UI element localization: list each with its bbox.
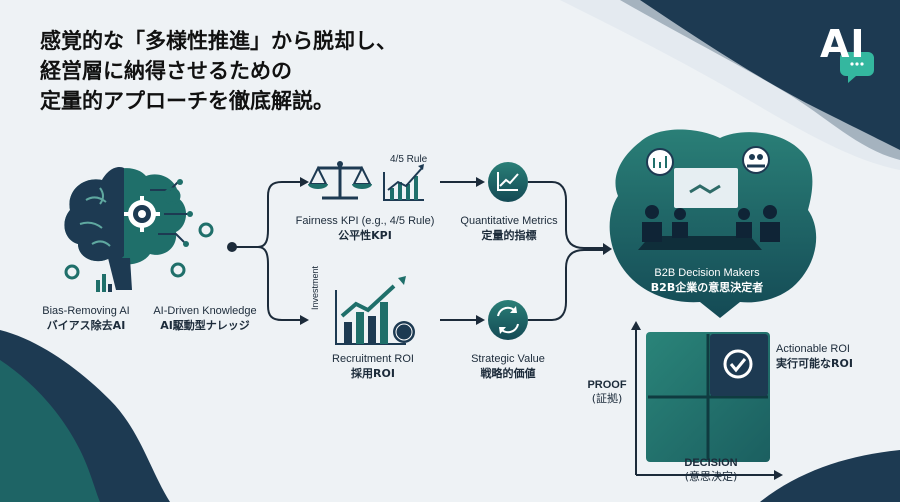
flow-connectors <box>232 181 774 476</box>
bias-ai-jp: バイアス除去AI <box>46 319 126 332</box>
roi-matrix <box>646 332 770 462</box>
roi-en: Actionable ROI <box>776 343 850 355</box>
node-fairness-kpi: Fairness KPI (e.g., 4/5 Rule) 公平性KPI <box>290 214 440 243</box>
proof-en: PROOF <box>587 379 627 391</box>
chart-speech-icon <box>646 148 674 176</box>
strategic-jp: 戦略的価値 <box>480 367 536 380</box>
top-right-wave-light <box>560 0 900 170</box>
bias-ai-en: Bias-Removing AI <box>42 305 130 317</box>
node-recruitment-roi: Recruitment ROI 採用ROI <box>318 352 428 381</box>
roi-jp: 実行可能なROI <box>776 357 853 370</box>
people-speech-icon <box>742 146 770 174</box>
actionable-roi-label: Actionable ROI 実行可能なROI <box>776 342 853 372</box>
knowledge-jp: AI駆動型ナレッジ <box>160 319 250 332</box>
quant-jp: 定量的指標 <box>481 229 537 242</box>
fairness-en: Fairness KPI (e.g., 4/5 Rule) <box>295 215 435 227</box>
headline-line-1: 感覚的な「多様性推進」から脱却し、 <box>40 29 397 53</box>
chat-bubble-icon <box>840 52 874 83</box>
investment-axis-label: Investment <box>310 265 320 310</box>
quant-en: Quantitative Metrics <box>460 215 558 227</box>
recruit-jp: 採用ROI <box>351 367 395 380</box>
decision-jp: (意思決定) <box>684 470 738 483</box>
headline-line-3: 定量的アプローチを徹底解説。 <box>40 89 334 113</box>
four-fifths-rule-label: 4/5 Rule <box>390 154 428 165</box>
node-b2b-decision-makers: B2B Decision Makers B2B企業の意思決定者 <box>612 266 802 296</box>
headline: 感覚的な「多様性推進」から脱却し、 経営層に納得させるための 定量的アプローチを… <box>40 26 397 116</box>
scale-chart-icon <box>308 161 424 201</box>
junction-dot <box>227 242 237 252</box>
strategic-en: Strategic Value <box>471 353 545 365</box>
fairness-jp: 公平性KPI <box>338 229 392 242</box>
decision-axis-label: DECISION (意思決定) <box>666 456 756 484</box>
node-ai-knowledge: AI-Driven Knowledge AI駆動型ナレッジ <box>140 304 270 333</box>
brain-ai-icon <box>64 167 214 292</box>
metrics-chart-icon <box>488 162 528 202</box>
logo-text: AI <box>820 22 866 66</box>
bottom-right-wave <box>760 450 900 502</box>
investment-chart-icon <box>335 276 415 345</box>
proof-axis-label: PROOF (証拠) <box>582 378 632 406</box>
bottom-left-wave-teal <box>0 360 100 502</box>
decision-en: DECISION <box>684 457 738 469</box>
strategic-value-icon <box>488 300 528 340</box>
recruit-en: Recruitment ROI <box>332 353 414 365</box>
knowledge-en: AI-Driven Knowledge <box>153 305 257 317</box>
proof-jp: (証拠) <box>591 392 623 405</box>
node-bias-removing-ai: Bias-Removing AI バイアス除去AI <box>28 304 144 333</box>
checkmark-icon <box>723 349 753 379</box>
b2b-meeting-illustration <box>609 129 817 318</box>
b2b-jp: B2B企業の意思決定者 <box>650 281 764 294</box>
arrowheads <box>300 177 783 480</box>
node-quantitative-metrics: Quantitative Metrics 定量的指標 <box>452 214 566 243</box>
node-strategic-value: Strategic Value 戦略的価値 <box>458 352 558 381</box>
headline-line-2: 経営層に納得させるための <box>40 59 292 83</box>
ai-logo: AI <box>820 22 884 82</box>
b2b-en: B2B Decision Makers <box>654 267 760 279</box>
